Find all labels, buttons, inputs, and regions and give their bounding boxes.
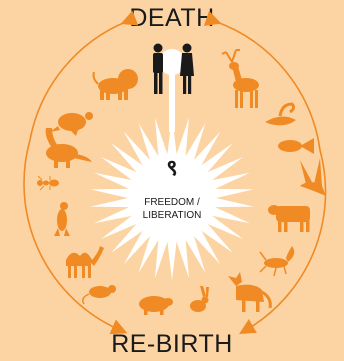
meerkat-icon <box>54 202 70 236</box>
lion-icon <box>94 69 139 100</box>
cycle-arc-left <box>24 140 120 330</box>
fish-icon <box>278 138 314 154</box>
cycle-arc-right-top <box>214 21 320 150</box>
mouse-icon <box>83 285 116 304</box>
deer-icon <box>222 50 259 108</box>
liberation-label: LIBERATION <box>122 209 222 222</box>
snake-icon <box>265 104 296 125</box>
pig-icon <box>139 296 173 315</box>
ant-icon <box>37 176 59 190</box>
man-figure <box>153 44 163 95</box>
scorpion-icon <box>260 246 294 276</box>
bird-icon <box>300 158 326 196</box>
woman-figure <box>180 44 194 95</box>
dinosaur-icon <box>46 128 92 168</box>
freedom-label: FREEDOM / <box>122 196 222 209</box>
wolf-icon <box>228 272 270 312</box>
liberation-symbol: ९ <box>122 152 222 182</box>
cow-icon <box>268 205 310 232</box>
rabbit-icon <box>190 286 209 312</box>
camel-icon <box>66 246 104 278</box>
turtle-icon <box>50 112 93 136</box>
